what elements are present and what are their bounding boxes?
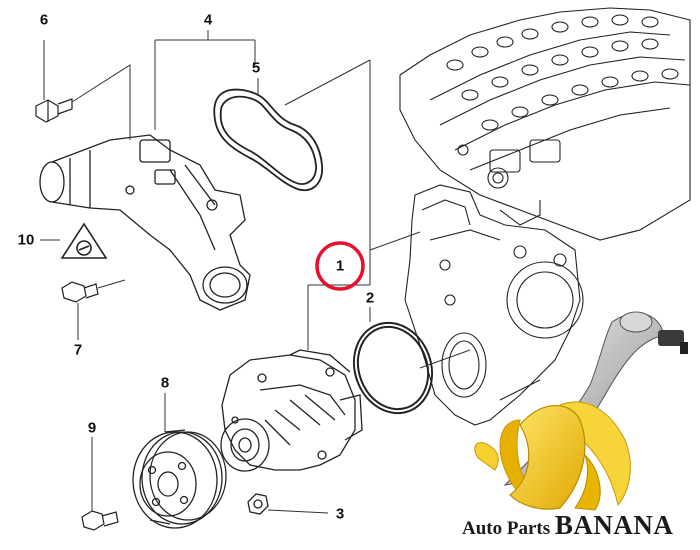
callout-6: 6 [39, 11, 49, 29]
callout-10: 10 [17, 231, 35, 249]
cylinder-head [399, 7, 691, 241]
warning-label-10 [60, 222, 108, 259]
callout-3: 3 [335, 505, 345, 523]
callout-7: 7 [73, 341, 83, 359]
valve-cams [446, 14, 679, 131]
leader-lines [40, 30, 471, 514]
callout-4: 4 [203, 11, 213, 29]
thermostat-gasket [213, 88, 323, 192]
highlight-circle [315, 241, 365, 291]
nut-3 [247, 493, 269, 515]
banana-logo [474, 401, 631, 511]
bolt-6 [35, 98, 73, 123]
brand-watermark: Auto Parts BANANA [462, 512, 673, 539]
brand-name: BANANA [554, 510, 674, 540]
bolt-7 [61, 281, 99, 303]
bolt-9 [81, 510, 119, 531]
callout-5: 5 [251, 59, 261, 77]
pulley-8 [132, 429, 227, 529]
callout-2: 2 [365, 289, 375, 307]
callout-9: 9 [87, 419, 97, 437]
brand-prefix: Auto Parts [462, 518, 555, 539]
thermostat-housing [39, 134, 251, 311]
callout-1: 1 [335, 257, 345, 275]
engine-front-cover [404, 184, 584, 426]
callout-8: 8 [160, 374, 170, 392]
o-ring-2 [352, 321, 434, 415]
water-pump [220, 349, 363, 472]
